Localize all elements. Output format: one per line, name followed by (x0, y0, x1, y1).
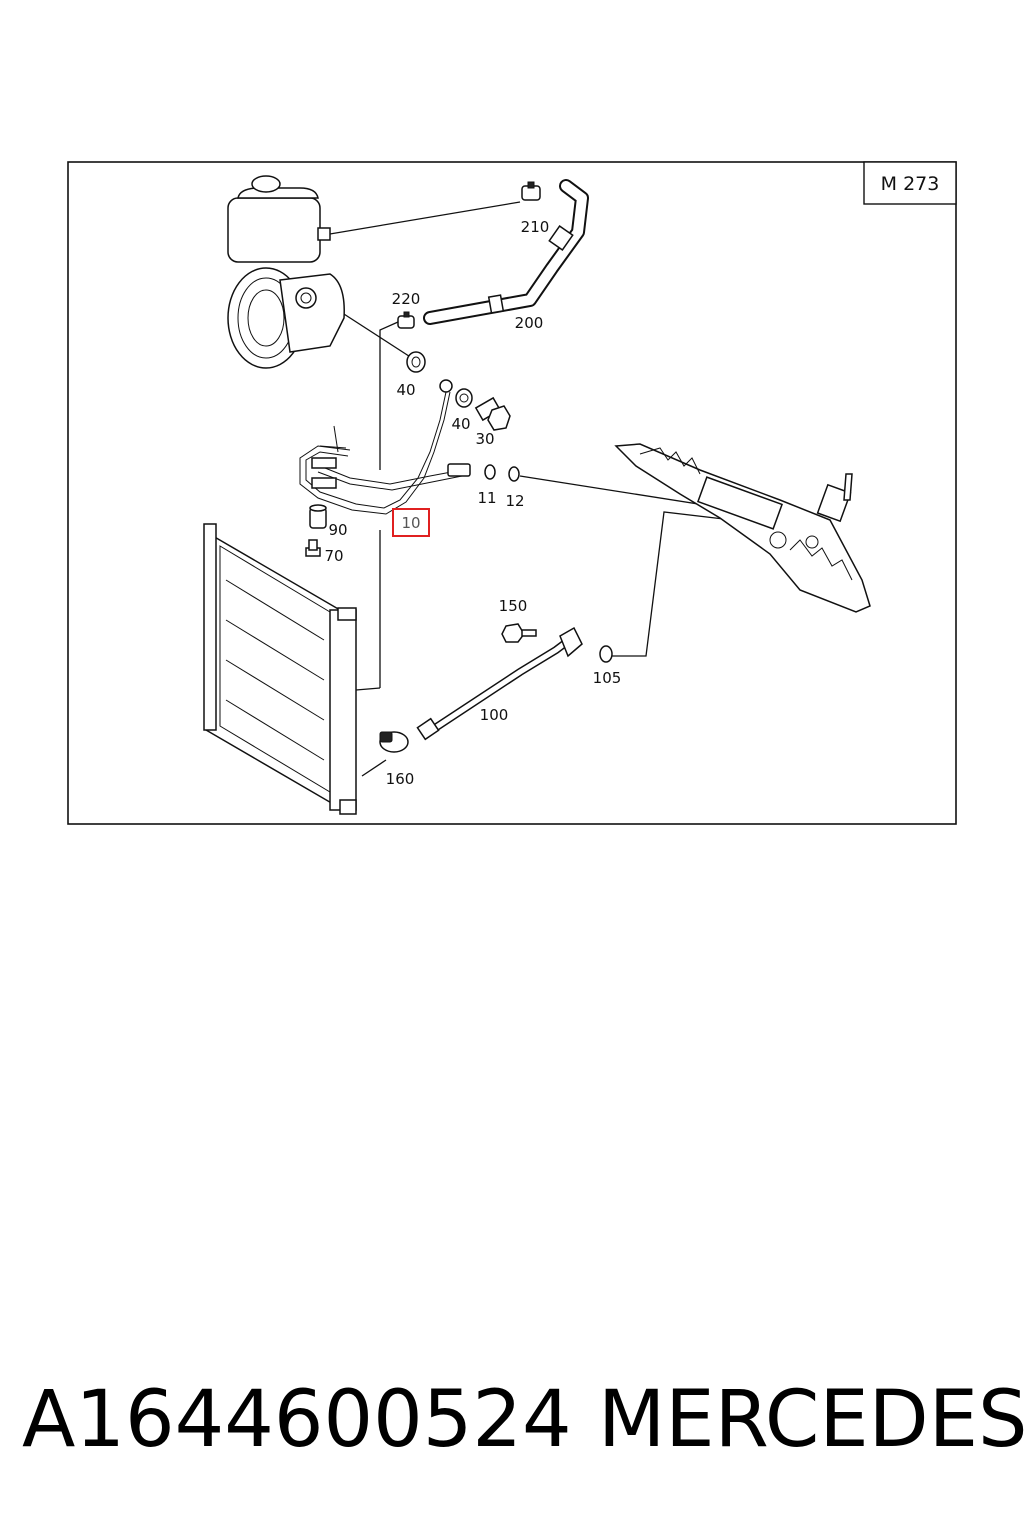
bolt-150 (501, 623, 537, 643)
o-rings-11-12 (484, 464, 520, 482)
washers-and-banjo-bolt (406, 351, 511, 431)
return-line-100 (416, 626, 583, 741)
callout-30: 30 (475, 430, 494, 448)
sleeve-90 (309, 504, 327, 529)
part-number-caption: A1644600524 (22, 1375, 572, 1465)
oil-cooler-radiator (203, 523, 357, 815)
callout-11: 11 (477, 489, 496, 507)
engine-code: M 273 (881, 173, 940, 195)
highlighted-callout: 10 (392, 508, 430, 537)
engine-code-box: M 273 (863, 161, 957, 205)
hose-200 (423, 179, 589, 325)
callout-40-upper: 40 (396, 381, 415, 399)
diagram-frame (67, 161, 957, 825)
bolt-70 (305, 539, 321, 557)
callout-200: 200 (515, 314, 544, 332)
reservoir-and-pump (227, 175, 345, 369)
highlight-box (392, 508, 430, 537)
parts-diagram: M 273 (67, 161, 957, 825)
callout-100: 100 (480, 706, 509, 724)
steering-rack (614, 443, 871, 613)
callout-160: 160 (386, 770, 415, 788)
callout-105: 105 (593, 669, 622, 687)
callout-12: 12 (505, 492, 524, 510)
callout-210: 210 (521, 218, 550, 236)
clamp-160 (379, 731, 409, 753)
callout-70: 70 (324, 547, 343, 565)
pressure-hose-10 (299, 379, 471, 515)
callout-labels: 210 220 200 40 40 30 11 12 90 70 150 105… (324, 218, 621, 788)
brand-caption: MERCEDES (598, 1375, 1024, 1465)
callout-90: 90 (328, 521, 347, 539)
callout-40-lower: 40 (451, 415, 470, 433)
clamp-210 (521, 181, 541, 201)
o-ring-105 (599, 645, 613, 663)
callout-150: 150 (499, 597, 528, 615)
clamp-220 (397, 311, 415, 329)
callout-220: 220 (392, 290, 421, 308)
callout-10: 10 (401, 514, 420, 532)
